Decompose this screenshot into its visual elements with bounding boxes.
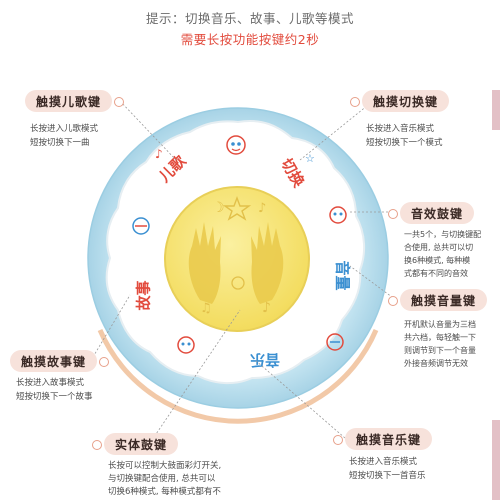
rim-label-music[interactable]: 音乐 (250, 351, 281, 369)
label-volume-key: 触摸音量键 (387, 289, 488, 311)
label-nursery-key: 触摸儿歌键 (25, 90, 125, 112)
hint-duration-text: 需要长按功能按键约2秒 (180, 32, 320, 47)
label-music-key: 触摸音乐键 (332, 428, 433, 450)
hint-text: 提示：切换音乐、故事、儿歌等模式 (145, 11, 354, 26)
svg-text:☽: ☽ (212, 200, 225, 216)
svg-text:☆: ☆ (305, 152, 315, 165)
label-music-title: 触摸音乐键 (356, 432, 422, 447)
label-nursery-title: 触摸儿歌键 (36, 94, 102, 109)
desc-mode-key: 长按进入音乐模式 短按切换下一个模式 (366, 124, 443, 148)
icon-bottom-left (177, 336, 195, 354)
icon-top (226, 135, 246, 155)
svg-text:♪: ♪ (262, 300, 271, 316)
desc-volume-key: 开机默认音量为三档 共六档，每轻触一下 则调节到下一个音量 外接音频调节无效 (404, 320, 476, 368)
icon-right-bottom (326, 333, 344, 351)
rim-label-nursery[interactable]: 儿歌 (155, 151, 190, 186)
desc-music-key: 长按进入音乐模式 短按切换下一首音乐 (349, 457, 426, 481)
svg-text:♫: ♫ (200, 301, 212, 316)
edge-decoration (492, 90, 500, 130)
rim-label-volume[interactable]: 音量 (333, 260, 352, 291)
rim-label-mode[interactable]: 切换 (277, 155, 308, 191)
label-sound-key: 音效鼓键 (387, 202, 475, 224)
desc-sound-key: 一共5个，与切换键配 合使用, 总共可以切 换6种模式, 每种模 式都有不同的音… (404, 230, 482, 278)
label-story-key: 触摸故事键 (10, 350, 110, 372)
rim-label-story[interactable]: 故事 (134, 280, 153, 311)
label-drum-title: 实体鼓键 (115, 437, 168, 452)
label-story-title: 触摸故事键 (21, 354, 87, 369)
desc-story-key: 长按进入故事模式 短按切换下一个故事 (16, 378, 93, 402)
drum-pad (164, 186, 310, 332)
label-mode-key: 触摸切换键 (349, 90, 450, 112)
desc-drum-key: 长按可以控制大鼓面彩灯开关, 与切换键配合使用, 总共可以 切换6种模式, 每种… (108, 461, 222, 497)
svg-text:♪: ♪ (258, 201, 266, 216)
label-drum-key: 实体鼓键 (91, 433, 179, 455)
icon-right (329, 206, 347, 224)
label-mode-title: 触摸切换键 (373, 94, 439, 109)
label-volume-title: 触摸音量键 (411, 293, 477, 308)
icon-top-left-note: ♪ (155, 147, 163, 161)
desc-nursery-key: 长按进入儿歌模式 短按切换下一曲 (30, 124, 99, 148)
label-sound-title: 音效鼓键 (411, 206, 464, 221)
white-scalloped-plate (105, 120, 366, 384)
icon-left-top (132, 217, 150, 235)
outer-rim (88, 108, 388, 408)
icon-top-right-note: ☆ (305, 152, 315, 165)
svg-text:♪: ♪ (155, 147, 163, 161)
edge-decoration (492, 420, 500, 500)
